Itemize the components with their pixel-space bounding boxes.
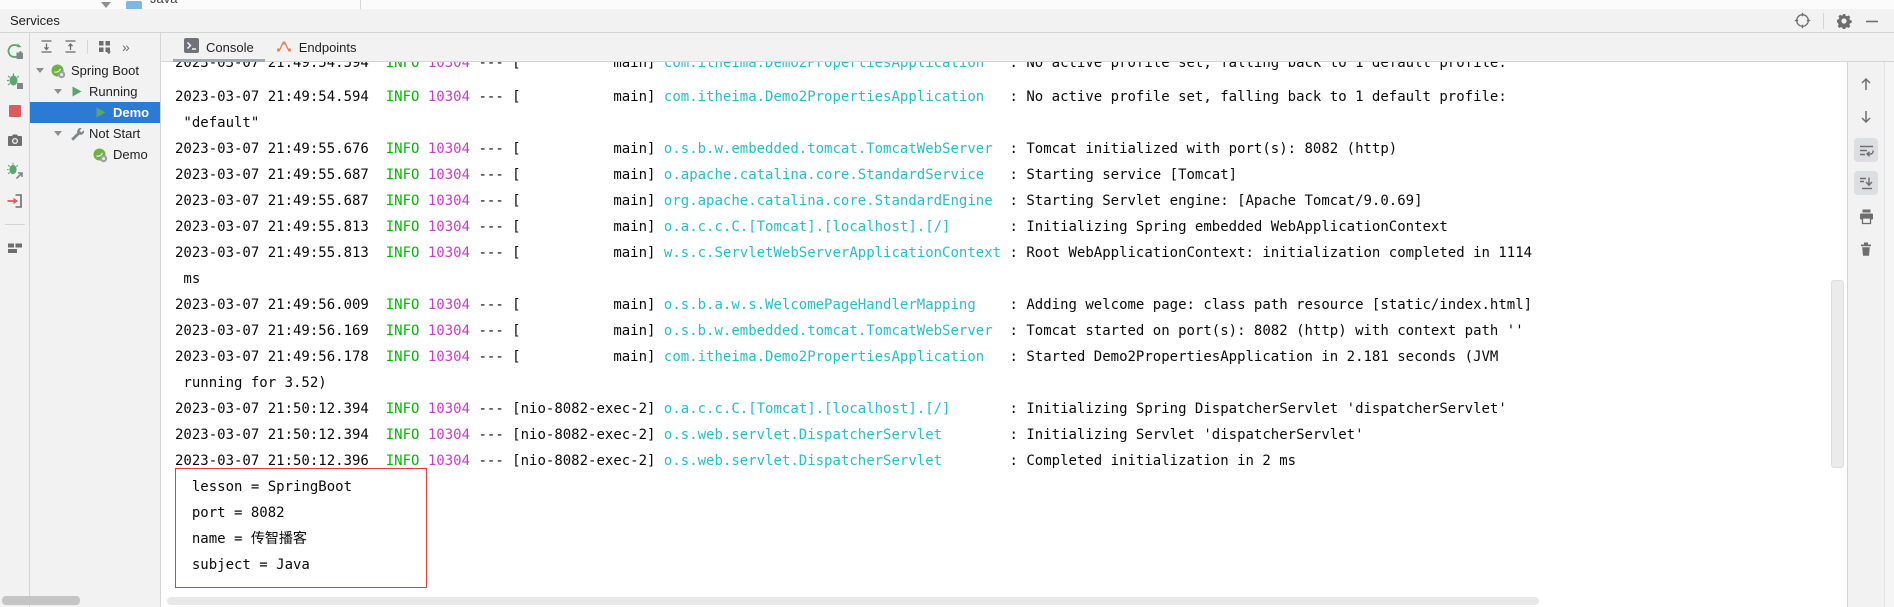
console-lines: 2023-03-07 21:49:54.594 INFO 10304 --- [… bbox=[161, 62, 1847, 578]
console-line: subject = Java bbox=[175, 557, 310, 573]
run-play-icon bbox=[92, 105, 108, 121]
minimize-icon[interactable] bbox=[1864, 13, 1880, 29]
console-line: 2023-03-07 21:49:55.687 INFO 10304 --- [… bbox=[175, 193, 1423, 209]
tree-item-running[interactable]: Running bbox=[30, 81, 160, 102]
console-line: 2023-03-07 21:49:56.009 INFO 10304 --- [… bbox=[175, 297, 1533, 313]
group-by-icon[interactable] bbox=[97, 39, 113, 55]
tree-item-label: Not Start bbox=[89, 126, 141, 141]
upper-pane-sliver: Java bbox=[0, 0, 1894, 9]
services-tree-panel: » Spring Boot Running Demo bbox=[30, 33, 161, 607]
tab-endpoints[interactable]: Endpoints bbox=[265, 33, 368, 61]
console-line: 2023-03-07 21:49:55.687 INFO 10304 --- [… bbox=[175, 167, 1238, 183]
tab-label: Endpoints bbox=[298, 39, 357, 55]
collapse-all-icon[interactable] bbox=[63, 39, 78, 54]
vertical-scrollbar[interactable] bbox=[1831, 280, 1844, 468]
console-line: 2023-03-07 21:49:54.594 INFO 10304 --- [… bbox=[175, 89, 1507, 105]
tree-toolbar: » bbox=[30, 33, 160, 60]
console-line: 2023-03-07 21:49:56.169 INFO 10304 --- [… bbox=[175, 323, 1524, 339]
console-line: 2023-03-07 21:50:12.396 INFO 10304 --- [… bbox=[175, 453, 1297, 469]
clear-all-trash-icon[interactable] bbox=[1854, 237, 1878, 261]
scroll-down-icon[interactable] bbox=[1854, 105, 1878, 129]
tree-item-label: Demo bbox=[113, 147, 148, 162]
console-line: 2023-03-07 21:49:56.178 INFO 10304 --- [… bbox=[175, 349, 1499, 365]
clipped-tab-label: Java bbox=[150, 0, 177, 6]
properties-highlight-box bbox=[175, 468, 427, 588]
divider bbox=[360, 0, 361, 9]
tree-horizontal-scrollbar[interactable] bbox=[2, 596, 80, 605]
divider bbox=[87, 39, 88, 54]
console-line: 2023-03-07 21:50:12.394 INFO 10304 --- [… bbox=[175, 427, 1364, 443]
tree-item-label: Running bbox=[89, 84, 138, 99]
exit-button[interactable] bbox=[6, 192, 24, 210]
file-icon bbox=[126, 1, 142, 9]
console-tab-bar: Console Endpoints bbox=[161, 33, 1894, 62]
console-line: 2023-03-07 21:49:55.813 INFO 10304 --- [… bbox=[175, 219, 1448, 235]
debug-button[interactable] bbox=[6, 72, 24, 90]
console-line: running for 3.52) bbox=[175, 375, 327, 391]
divider bbox=[4, 224, 25, 225]
spring-boot-icon bbox=[92, 147, 108, 163]
locate-icon[interactable] bbox=[1794, 12, 1811, 29]
stop-button[interactable] bbox=[6, 102, 24, 120]
tree-item-spring-boot[interactable]: Spring Boot bbox=[30, 60, 160, 81]
console-toolbar bbox=[1847, 62, 1884, 607]
endpoints-icon bbox=[276, 38, 292, 57]
expand-all-icon[interactable] bbox=[39, 39, 54, 54]
print-icon[interactable] bbox=[1854, 204, 1878, 228]
scroll-up-icon[interactable] bbox=[1854, 72, 1878, 96]
tree-item-demo-selected[interactable]: Demo bbox=[30, 102, 160, 123]
tree-item-label: Spring Boot bbox=[71, 63, 139, 78]
run-actions-toolbar bbox=[0, 33, 30, 607]
divider bbox=[1823, 12, 1824, 29]
spring-boot-icon bbox=[50, 63, 66, 79]
thread-dump-camera-button[interactable] bbox=[6, 132, 24, 150]
console-icon bbox=[184, 38, 199, 56]
console-line: lesson = SpringBoot bbox=[175, 479, 353, 495]
tab-console[interactable]: Console bbox=[173, 33, 265, 62]
chevron-expanded-icon[interactable] bbox=[54, 131, 62, 136]
soft-wrap-icon[interactable] bbox=[1854, 138, 1878, 162]
console-line: 2023-03-07 21:49:55.676 INFO 10304 --- [… bbox=[175, 141, 1398, 157]
wrench-icon bbox=[68, 126, 84, 142]
settings-gear-icon[interactable] bbox=[1836, 13, 1852, 29]
console-output[interactable]: 2023-03-07 21:49:54.594 INFO 10304 --- [… bbox=[161, 62, 1847, 607]
tree-item-demo[interactable]: Demo bbox=[30, 144, 160, 165]
tab-label: Console bbox=[206, 39, 254, 55]
chevron-expanded-icon[interactable] bbox=[54, 89, 62, 94]
console-line: port = 8082 bbox=[175, 505, 285, 521]
rerun-button[interactable] bbox=[6, 42, 24, 60]
attach-debugger-button[interactable] bbox=[6, 162, 24, 180]
tree-item-not-started[interactable]: Not Start bbox=[30, 123, 160, 144]
console-line: name = 传智播客 bbox=[175, 531, 307, 547]
chevron-expanded-icon[interactable] bbox=[36, 68, 44, 73]
console-line: 2023-03-07 21:50:12.394 INFO 10304 --- [… bbox=[175, 401, 1507, 417]
overflow-chevron-icon[interactable]: » bbox=[122, 38, 130, 55]
panel-title: Services bbox=[10, 13, 60, 28]
horizontal-scrollbar[interactable] bbox=[167, 597, 1539, 605]
services-header: Services bbox=[0, 9, 1894, 33]
console-line: ms bbox=[175, 271, 201, 287]
run-play-icon bbox=[68, 84, 84, 100]
scroll-to-end-icon[interactable] bbox=[1854, 171, 1878, 195]
console-line: 2023-03-07 21:49:55.813 INFO 10304 --- [… bbox=[175, 245, 1533, 261]
tree-item-label: Demo bbox=[113, 105, 150, 120]
console-line: "default" bbox=[175, 115, 260, 131]
right-edge-strip bbox=[1884, 62, 1894, 607]
layout-settings-button[interactable] bbox=[6, 239, 24, 257]
console-line: 2023-03-07 21:49:54.594 INFO 10304 --- [… bbox=[175, 62, 1507, 71]
chevron-down-icon bbox=[101, 2, 111, 8]
